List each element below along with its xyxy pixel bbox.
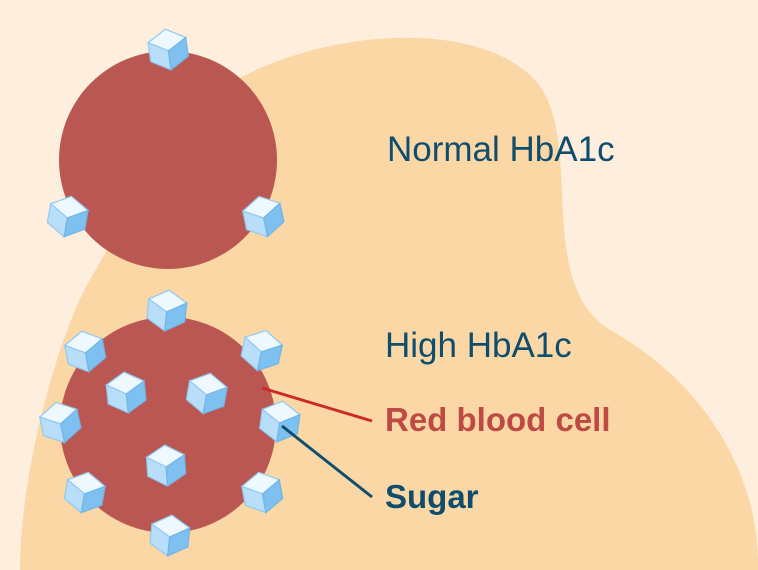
normal-red-blood-cell [59,51,277,269]
red-blood-cell-pointer-line [261,386,373,423]
high-red-blood-cell [60,317,276,533]
normal-cell-group [44,25,287,269]
high-hba1c-label: High HbA1c [385,326,572,365]
sugar-label: Sugar [385,478,479,515]
normal-hba1c-label: Normal HbA1c [387,130,615,169]
high-cell-group [36,287,303,559]
red-blood-cell-label: Red blood cell [385,401,611,438]
sugar-pointer-line [281,424,373,499]
